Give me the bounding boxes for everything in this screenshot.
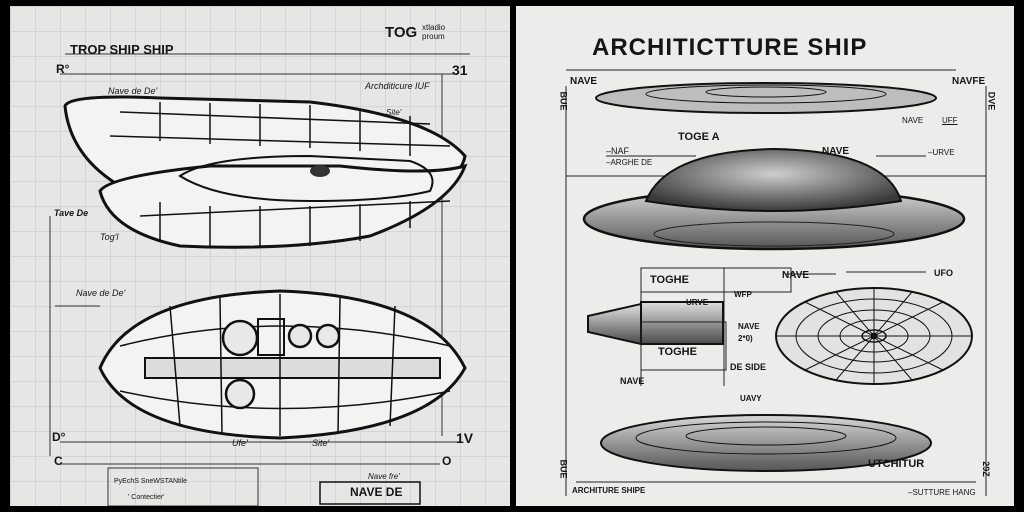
brand-subtext-2: proum: [422, 32, 445, 41]
side-label-right-top: DVE: [986, 91, 997, 111]
label-uff: UFF: [942, 116, 958, 125]
left-blueprint-drawing: [49, 53, 470, 506]
corner-label-tr: 31: [452, 62, 468, 78]
corner-label-o: O: [442, 454, 452, 468]
nave-de-box-label: NAVE DE: [350, 485, 403, 499]
brand-logo-text: TOG: [385, 24, 418, 41]
corner-label-br: 1V: [456, 430, 474, 446]
left-blueprint-panel: TROP SHIP SHIP TOG xtladio proum R° 31 N…: [10, 6, 510, 506]
side-label-right-bottom: 29Z: [980, 461, 991, 477]
side-label-left-bottom: BUE: [558, 459, 569, 479]
label-arghe: –ARGHE DE: [606, 158, 653, 167]
label-tave: Tave De: [54, 208, 89, 218]
label-nave-right2: NAVE: [782, 270, 810, 281]
left-title: TROP SHIP SHIP: [70, 42, 174, 57]
corner-label-bl: D°: [52, 430, 66, 444]
side-label-left-top: BUE: [558, 91, 569, 111]
label-nave-right: NAVFE: [952, 76, 986, 87]
label-tog: Tog'l: [100, 232, 119, 242]
right-title: ARCHITICTTURE SHIP: [592, 34, 868, 61]
right-blueprint-panel: ARCHITICTTURE SHIP NAVE NAVFE BUE DVE NA…: [516, 6, 1014, 506]
label-de-side: DE SIDE: [730, 362, 767, 372]
label-nave-fre: Nave fre': [368, 472, 400, 481]
corner-label-tl: R°: [56, 62, 70, 76]
label-toge-a: TOGE A: [678, 131, 720, 143]
label-site-bottom: Site': [312, 438, 330, 448]
top-ship-drawing: [63, 95, 468, 249]
label-nave-box: NAVE: [738, 322, 760, 331]
bottom-ship-drawing: [98, 289, 467, 440]
right-bottom-saucer: [600, 414, 932, 472]
label-nave-mid: NAVE: [822, 146, 850, 157]
label-utchitur: UTCHITUR: [868, 458, 925, 470]
label-toghe-top: TOGHE: [650, 274, 689, 286]
corner-label-c: C: [54, 454, 63, 468]
label-wfp: WFP: [734, 290, 752, 299]
label-nave-left: NAVE: [570, 76, 598, 87]
label-toghe-bottom: TOGHE: [658, 346, 697, 358]
label-site-top: Site': [386, 108, 402, 117]
bottom-note-2: ' Contectier': [128, 494, 165, 501]
label-urve-right: –URVE: [928, 148, 955, 157]
label-ufe: Ufe': [232, 438, 248, 448]
right-blueprint-drawing: [565, 69, 987, 496]
label-naf: –NAF: [606, 146, 630, 156]
bottom-label-right: –SUTTURE HANG: [908, 488, 976, 497]
right-plan-view: [775, 287, 973, 385]
right-top-saucer: [595, 82, 937, 114]
bottom-note-1: PyEchS SneWSTANtile: [114, 478, 188, 485]
label-nave-mid: Nave de De': [76, 288, 126, 298]
brand-subtext-1: xtladio: [422, 23, 446, 32]
label-nave-low: NAVE: [620, 376, 645, 386]
label-value-20: 2*0): [738, 334, 753, 343]
right-cylinder-part: [587, 301, 724, 346]
label-uavy: UAVY: [740, 394, 762, 403]
bottom-label-left: ARCHITURE SHIPE: [572, 486, 646, 495]
label-urve-box: URVE: [686, 298, 709, 307]
right-main-saucer: [582, 147, 966, 251]
label-ufo: UFO: [934, 268, 953, 278]
label-archi: Archditicure IUF: [365, 81, 430, 91]
label-nave-top: Nave de De': [108, 86, 158, 96]
label-nave-uff: NAVE: [902, 116, 924, 125]
